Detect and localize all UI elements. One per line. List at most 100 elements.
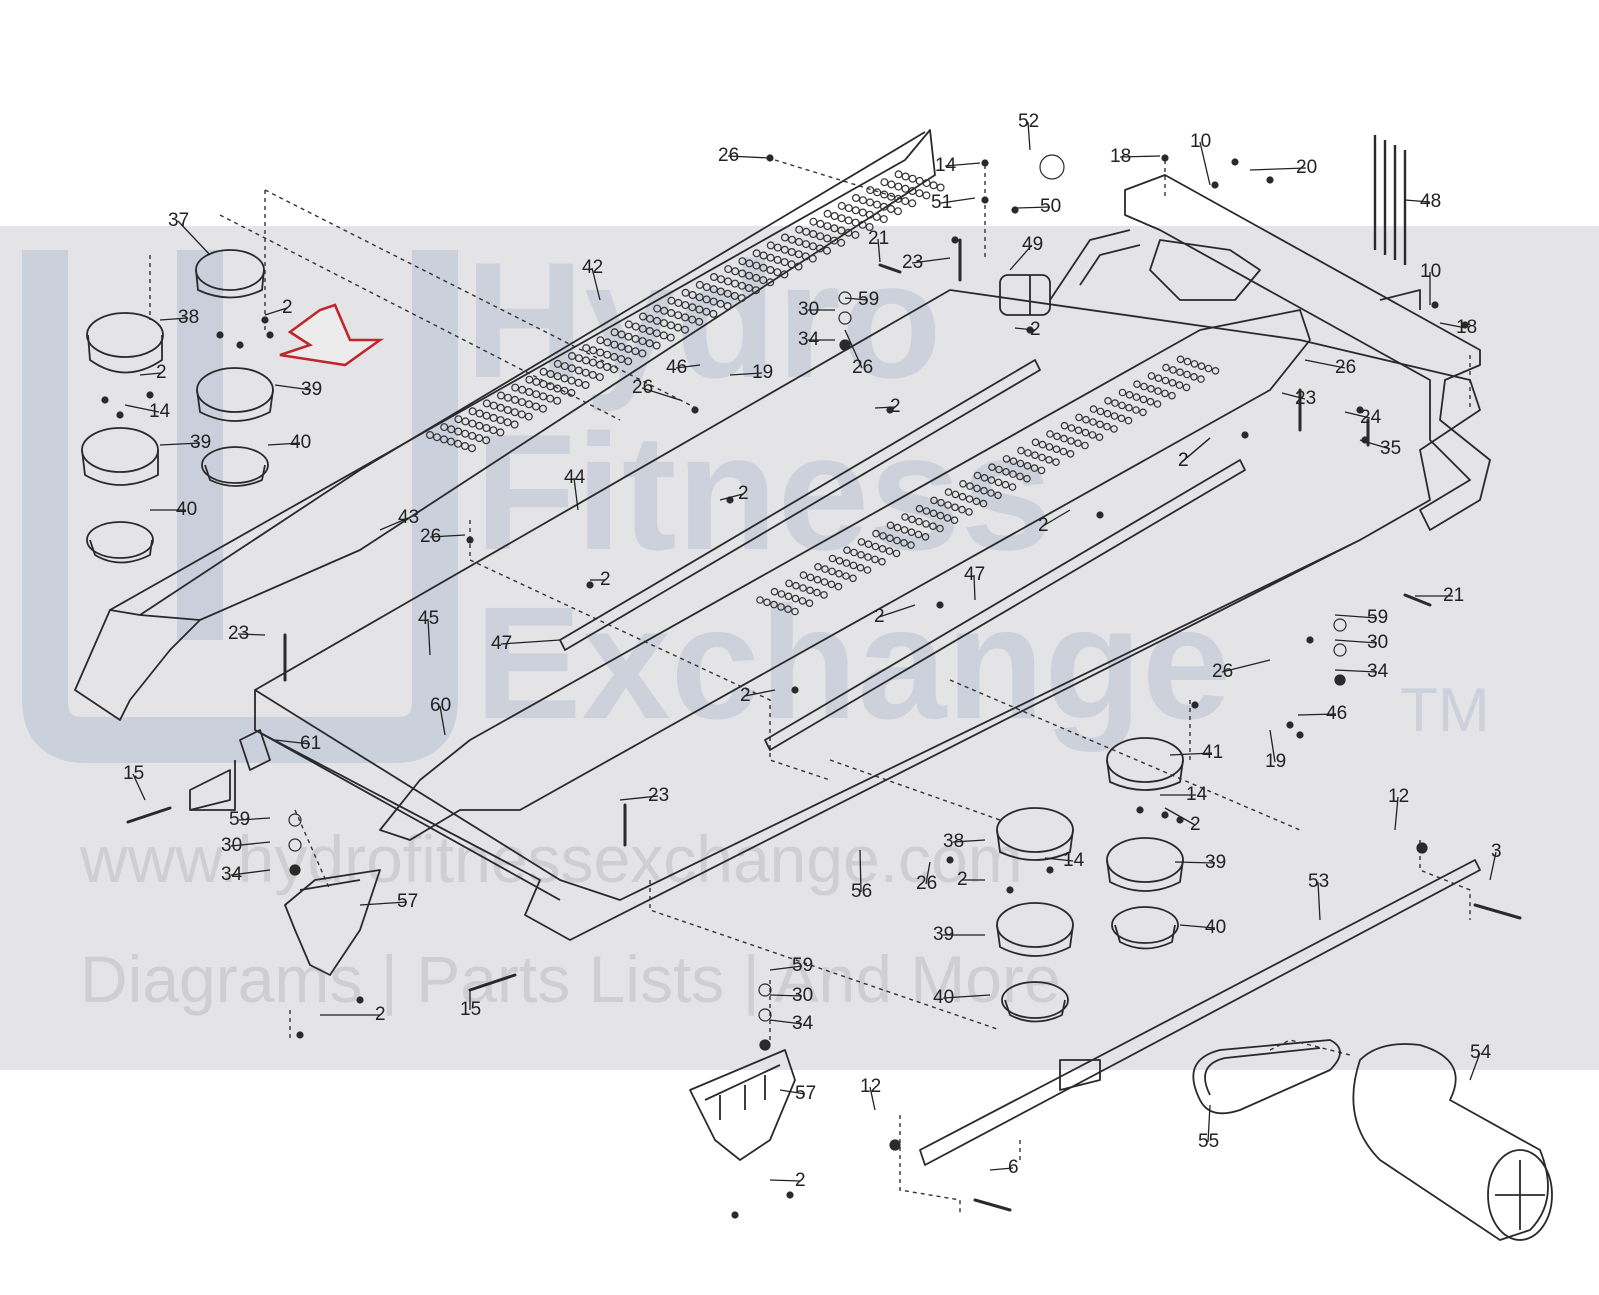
left-rail	[74, 129, 936, 721]
callout-30: 30	[798, 299, 820, 320]
leader-12	[869, 1086, 876, 1111]
deck-hole	[1074, 426, 1083, 435]
deck-hole	[724, 265, 733, 274]
deck-hole	[624, 332, 633, 341]
deck-hole	[887, 192, 896, 201]
deck-hole	[1089, 405, 1098, 413]
leader-14	[944, 162, 981, 167]
callout-42: 42	[582, 257, 604, 278]
deck-hole	[461, 429, 470, 438]
callout-2: 2	[738, 483, 749, 504]
deck-hole	[751, 286, 760, 295]
deck-hole	[1154, 387, 1162, 395]
deck-hole	[1096, 407, 1105, 416]
callout-2: 2	[1178, 450, 1189, 471]
deck-hole	[816, 232, 825, 241]
deck-hole	[738, 257, 747, 266]
deck-hole	[915, 504, 924, 513]
leader-2	[139, 372, 162, 376]
deck-hole	[1190, 360, 1199, 368]
deck-hole	[660, 306, 669, 315]
deck-hole	[866, 186, 875, 195]
deck-hole	[511, 383, 520, 392]
deck-hole	[814, 562, 822, 571]
deck-hole	[936, 183, 945, 192]
deck-hole	[756, 596, 764, 604]
deck-hole	[1118, 401, 1126, 410]
watermark-brand-line3: Exchange	[475, 573, 1231, 752]
deck-hole	[461, 442, 470, 451]
deck-hole	[468, 431, 477, 440]
deck-hole	[813, 588, 821, 597]
leader-57	[359, 901, 408, 906]
deck-hole	[745, 259, 754, 268]
deck-hole	[1125, 403, 1133, 412]
callout-40: 40	[1205, 917, 1227, 938]
deck-hole	[1139, 395, 1148, 404]
callout-30: 30	[792, 985, 814, 1006]
callout-19: 19	[1265, 751, 1287, 772]
deck-hole	[980, 473, 989, 482]
deck-hole	[827, 580, 836, 589]
callout-48: 48	[1420, 191, 1442, 212]
deck-hole	[892, 549, 901, 558]
leader-3	[1489, 851, 1497, 881]
deck-hole	[610, 352, 619, 361]
deck-hole	[617, 355, 626, 364]
leader-6	[989, 1167, 1014, 1171]
foot-stack-left-a	[81, 312, 164, 564]
deck-hole	[872, 200, 881, 209]
deck-hole	[582, 344, 591, 353]
deck-hole	[777, 590, 786, 598]
deck-hole	[1002, 455, 1011, 463]
callout-2: 2	[156, 362, 167, 383]
deck-hole	[922, 191, 931, 200]
deck-hole	[454, 439, 463, 448]
deck-hole	[894, 182, 903, 191]
deck-hole	[517, 398, 526, 407]
deck-hole	[588, 370, 597, 379]
deck-hole	[652, 316, 661, 325]
deck-hole	[737, 294, 746, 303]
deck-hole	[525, 375, 534, 384]
deck-hole	[823, 234, 832, 243]
deck-hole	[837, 226, 846, 235]
leader-26	[1221, 659, 1271, 673]
deck-hole	[1096, 420, 1104, 429]
deck-hole	[828, 567, 836, 576]
deck-hole	[791, 607, 799, 616]
callout-59: 59	[1367, 607, 1389, 628]
deck-hole	[878, 544, 887, 553]
callout-12: 12	[860, 1076, 882, 1097]
deck-hole	[857, 550, 865, 559]
deck-hole	[1066, 449, 1075, 458]
deck-hole	[652, 341, 661, 350]
callout-2: 2	[740, 685, 751, 706]
deck-hole	[532, 390, 541, 399]
callout-39: 39	[1205, 852, 1227, 873]
deck-hole	[759, 276, 768, 285]
deck-hole	[1081, 441, 1089, 450]
callout-38: 38	[178, 307, 200, 328]
deck-hole	[816, 219, 825, 228]
deck-hole	[489, 401, 498, 410]
deck-hole	[766, 241, 775, 250]
deck-hole	[1153, 400, 1162, 408]
deck-hole	[730, 279, 739, 288]
right-rail	[379, 309, 1311, 841]
deck-hole	[966, 482, 974, 490]
callout-15: 15	[123, 763, 145, 784]
callout-14: 14	[149, 401, 171, 422]
callout-30: 30	[221, 835, 243, 856]
callout-60: 60	[430, 695, 452, 716]
leader-30	[1334, 639, 1378, 644]
deck-hole	[1009, 470, 1017, 478]
leader-46	[675, 364, 701, 369]
deck-hole	[617, 330, 626, 339]
deck-hole	[531, 402, 540, 411]
deck-hole	[950, 516, 959, 525]
deck-hole	[994, 478, 1003, 487]
deck-hole	[723, 277, 732, 286]
deck-hole	[809, 230, 818, 239]
callout-50: 50	[1040, 196, 1062, 217]
